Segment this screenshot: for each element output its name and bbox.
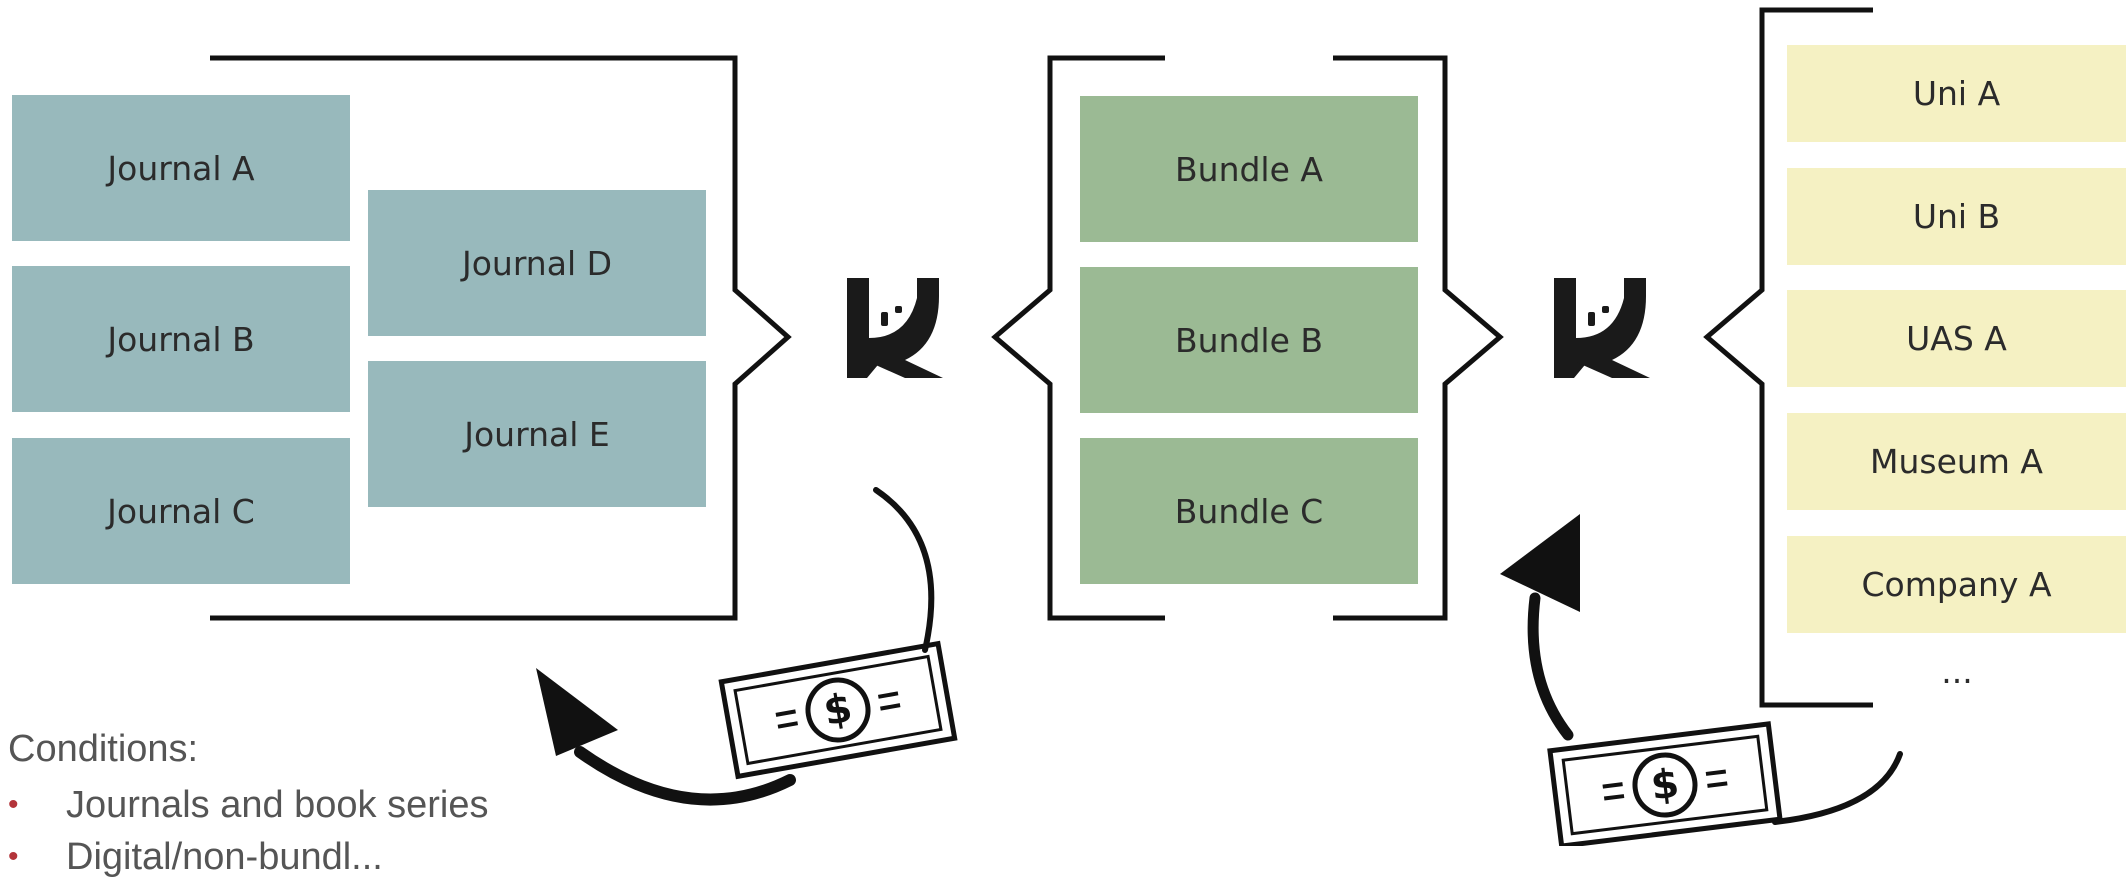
institution-label: Uni A <box>1912 74 2001 113</box>
journal-label: Journal D <box>461 243 613 283</box>
svg-text:$: $ <box>1648 760 1681 809</box>
bullet-icon: • <box>8 788 19 821</box>
journal-label: Journal C <box>107 491 255 531</box>
journal-b-box: Journal B <box>12 266 350 412</box>
bundle-label: Bundle B <box>1174 320 1324 360</box>
journal-label: Journal B <box>107 319 255 359</box>
money-bill-icon: $ <box>1547 721 1783 846</box>
institution-label: Company A <box>1861 565 2052 604</box>
institution-museum-a-box: Museum A <box>1787 413 2126 510</box>
diagram-canvas: $ $ <box>210 7 1903 846</box>
journal-label: Journal A <box>107 148 255 188</box>
conditions-block: Conditions: • Journals and book series •… <box>8 728 488 883</box>
condition-text: Digital/non-bundl... <box>66 836 383 878</box>
bundle-label: Bundle C <box>1174 491 1324 531</box>
condition-item: • Journals and book series <box>8 779 488 831</box>
arrowhead-icon <box>1500 514 1580 612</box>
institution-label: Uni B <box>1912 197 2001 236</box>
institution-uni-a-box: Uni A <box>1787 45 2126 142</box>
institution-label: UAS A <box>1906 319 2007 358</box>
money-bill-icon: $ <box>718 640 958 780</box>
bundle-label: Bundle A <box>1175 149 1323 189</box>
journal-d-box: Journal D <box>368 190 706 336</box>
institution-bracket <box>1703 7 1873 708</box>
publisher-logo-icon <box>847 278 943 378</box>
arrowhead-icon <box>536 668 618 756</box>
payment-flow-line <box>1772 751 1903 825</box>
curved-arrow-icon <box>574 746 796 806</box>
journal-c-box: Journal C <box>12 438 350 584</box>
curved-arrow-icon <box>1527 592 1574 741</box>
journal-e-box: Journal E <box>368 361 706 507</box>
institution-uas-a-box: UAS A <box>1787 290 2126 387</box>
institution-uni-b-box: Uni B <box>1787 168 2126 265</box>
journal-a-box: Journal A <box>12 95 350 241</box>
bundle-b-box: Bundle B <box>1080 267 1418 413</box>
bullet-icon: • <box>8 840 19 873</box>
bundle-c-box: Bundle C <box>1080 438 1418 584</box>
bundle-left-bracket <box>991 55 1165 621</box>
institution-label: Museum A <box>1869 442 2043 481</box>
conditions-title: Conditions: <box>8 728 199 770</box>
publisher-logo-icon <box>1554 278 1650 378</box>
payment-flow-line <box>873 487 935 653</box>
journal-label: Journal E <box>464 414 610 454</box>
bundle-a-box: Bundle A <box>1080 96 1418 242</box>
institution-company-a-box: Company A <box>1787 536 2126 633</box>
institutions-more-ellipsis: ... <box>1941 652 1973 691</box>
condition-text: Journals and book series <box>66 784 489 826</box>
condition-item: • Digital/non-bundl... <box>8 831 488 883</box>
journal-group-bracket <box>210 55 792 621</box>
bundle-right-bracket <box>1333 55 1504 621</box>
conditions-list: • Journals and book series • Digital/non… <box>8 779 488 883</box>
